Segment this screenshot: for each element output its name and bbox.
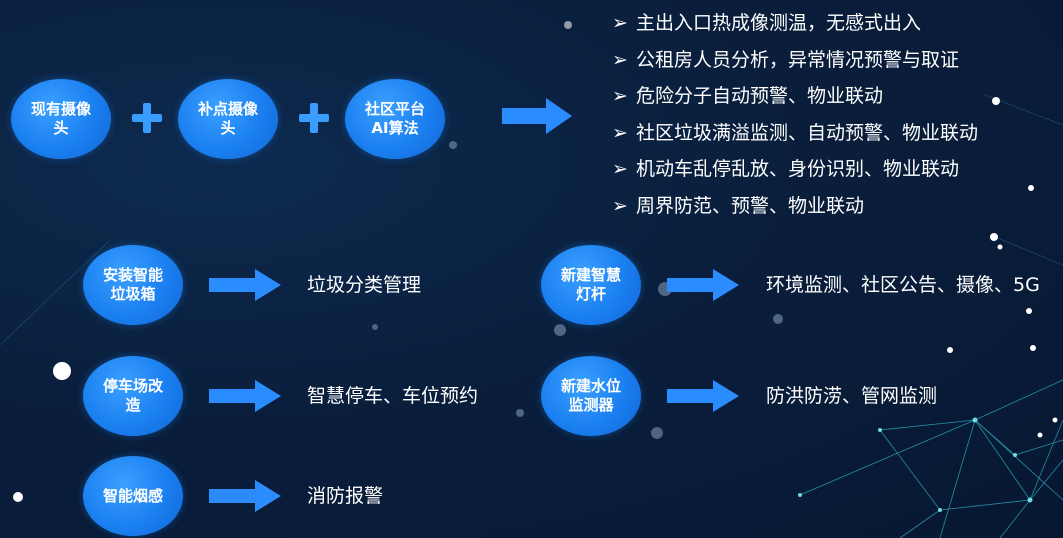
result-fire-alarm: 消防报警: [307, 485, 384, 507]
circle-community-ai-platform: 社区平台AI算法: [345, 79, 445, 159]
circle-water-level-monitor: 新建水位监测器: [541, 356, 641, 436]
plus-icon: [132, 103, 162, 133]
circle-smart-smoke-detector: 智能烟感: [83, 456, 183, 536]
list-item: ➢公租房人员分析，异常情况预警与取证: [612, 48, 960, 71]
arrow-right-icon: [209, 380, 281, 412]
list-item: ➢危险分子自动预警、物业联动: [612, 85, 884, 108]
top-output-list: ➢主出入口热成像测温，无感式出入 ➢公租房人员分析，异常情况预警与取证 ➢危险分…: [612, 12, 978, 232]
result-garbage-sorting: 垃圾分类管理: [307, 274, 422, 296]
circle-smart-light-pole: 新建智慧灯杆: [541, 245, 641, 325]
arrow-right-icon: [502, 98, 572, 134]
arrow-right-icon: [667, 269, 739, 301]
arrow-right-icon: [209, 480, 281, 512]
circle-supplementary-camera: 补点摄像头: [178, 79, 278, 159]
list-item: ➢机动车乱停乱放、身份识别、物业联动: [612, 158, 960, 181]
circle-existing-camera: 现有摄像头: [11, 79, 111, 159]
result-environment-monitoring: 环境监测、社区公告、摄像、5G: [766, 274, 1040, 296]
circle-parking-renovation: 停车场改造: [83, 356, 183, 436]
list-item: ➢主出入口热成像测温，无感式出入: [612, 12, 922, 34]
circle-smart-trash-bin: 安装智能垃圾箱: [83, 245, 183, 325]
result-smart-parking: 智慧停车、车位预约: [307, 385, 479, 407]
list-item: ➢社区垃圾满溢监测、自动预警、物业联动: [612, 121, 979, 144]
arrow-right-icon: [667, 380, 739, 412]
result-flood-prevention: 防洪防涝、管网监测: [766, 385, 938, 407]
list-item: ➢周界防范、预警、物业联动: [612, 194, 865, 217]
plus-icon: [299, 103, 329, 133]
arrow-right-icon: [209, 269, 281, 301]
